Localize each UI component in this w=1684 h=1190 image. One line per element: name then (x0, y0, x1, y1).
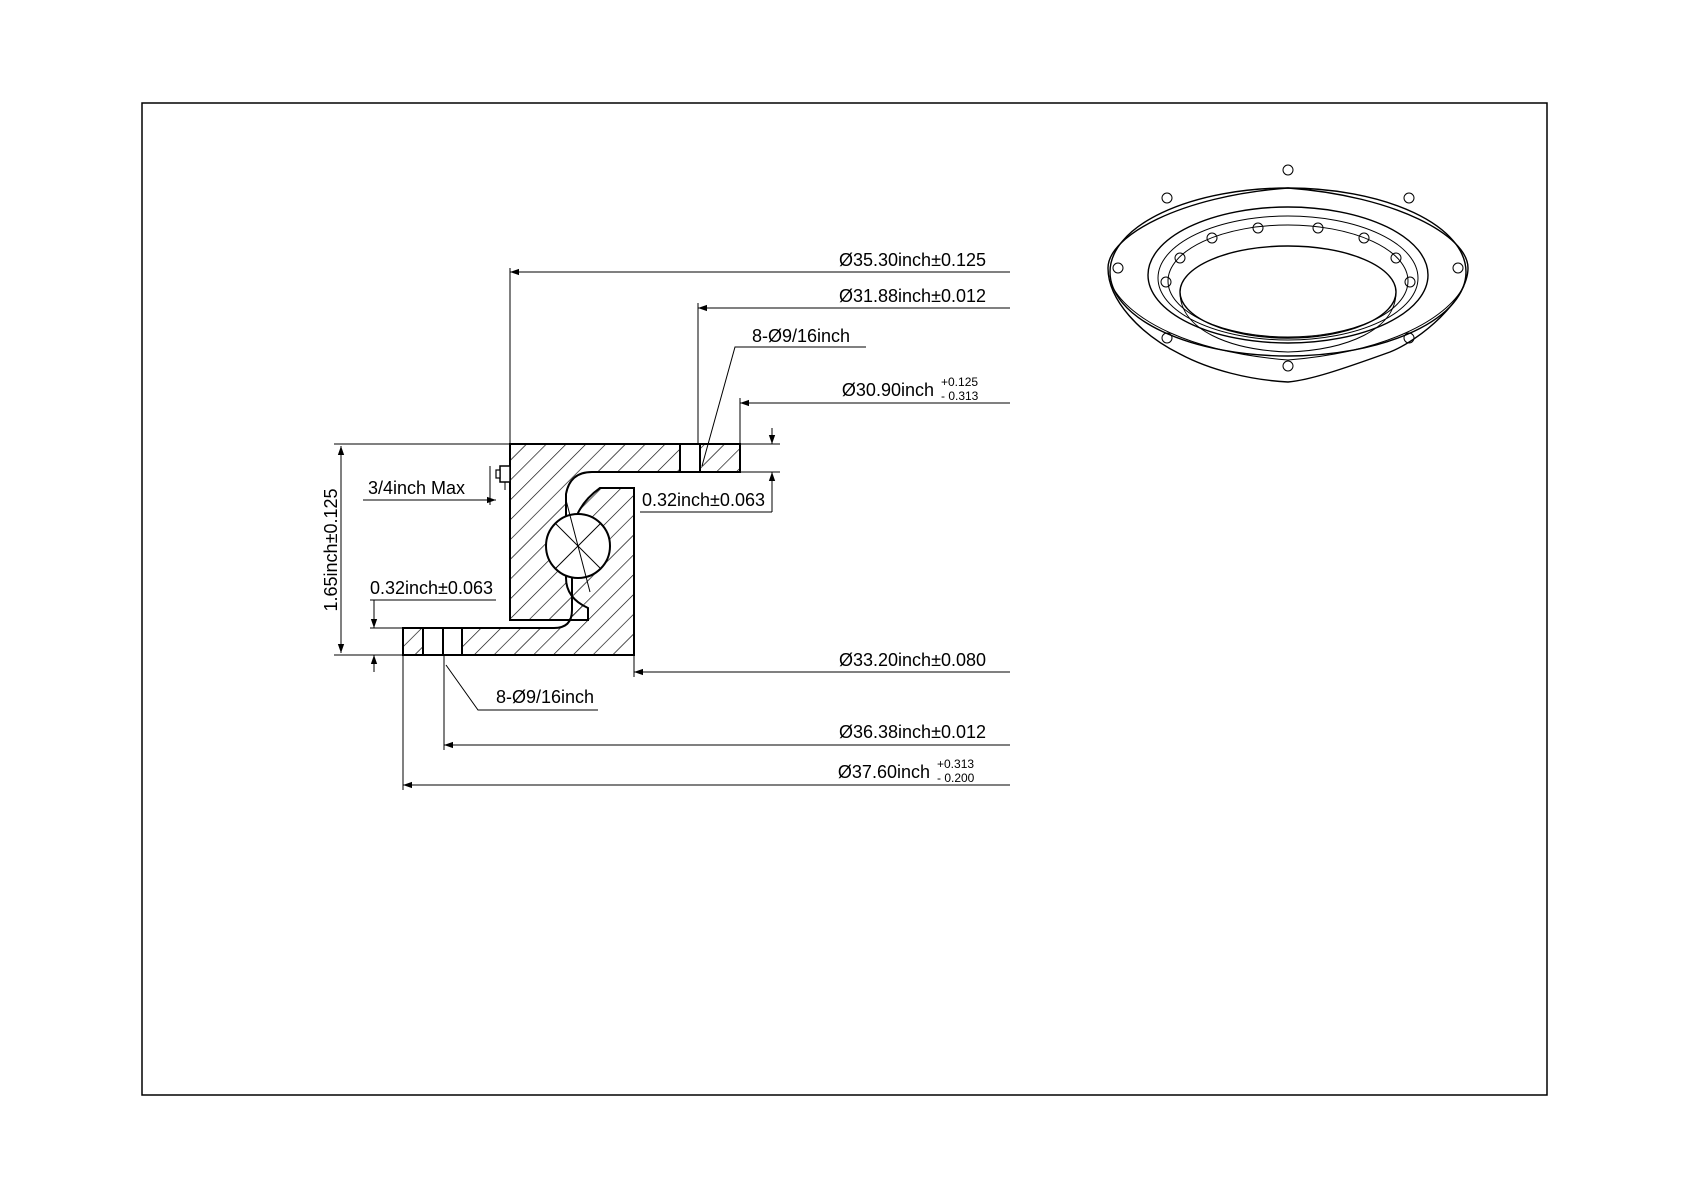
drawing-frame (141, 102, 1548, 1096)
inner-ring-flange-tip (699, 443, 741, 473)
dimension-lines (334, 268, 1010, 790)
bearing-cross-section (402, 443, 741, 656)
label-inner-bore-tol-upper: +0.125 (941, 375, 978, 389)
label-inner-bore-tol-lower: - 0.313 (941, 389, 979, 403)
label-height: 1.65inch±0.125 (321, 489, 341, 612)
outer-ring-flange-tip (402, 627, 424, 656)
top-bolt-hole (679, 443, 701, 473)
grease-fitting (499, 465, 511, 483)
label-outer-diameter-tol-lower: - 0.200 (937, 771, 975, 785)
label-ring-od: Ø33.20inch±0.080 (839, 650, 986, 670)
label-outer-bolt-circle: Ø35.30inch±0.125 (839, 250, 986, 270)
bearing-isometric-view (1107, 164, 1469, 383)
label-bottom-flange-thickness: 0.32inch±0.063 (370, 578, 493, 598)
bottom-bolt-hole (422, 627, 444, 656)
label-outer-diameter-tol-upper: +0.313 (937, 757, 974, 771)
label-grease-fitting: 3/4inch Max (368, 478, 465, 498)
label-top-flange-thickness: 0.32inch±0.063 (642, 490, 765, 510)
label-inner-bore: Ø30.90inch (842, 380, 934, 400)
label-outer-diameter: Ø37.60inch (838, 762, 930, 782)
label-top-holes: 8-Ø9/16inch (752, 326, 850, 346)
dimension-labels: Ø35.30inch±0.125 Ø31.88inch±0.012 8-Ø9/1… (321, 250, 986, 785)
bottom-flange-gap (442, 627, 463, 656)
label-outer-ring-bolt-circle: Ø36.38inch±0.012 (839, 722, 986, 742)
label-inner-ring-bolt-circle: Ø31.88inch±0.012 (839, 286, 986, 306)
label-bottom-holes: 8-Ø9/16inch (496, 687, 594, 707)
